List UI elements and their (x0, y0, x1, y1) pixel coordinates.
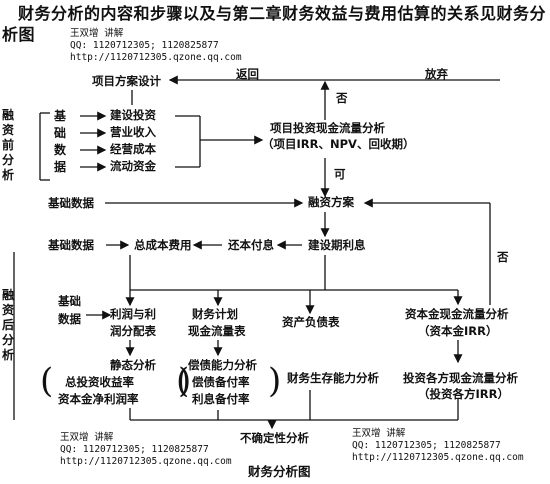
credit-qq: QQ: 1120712305; 1120825877 (70, 40, 219, 51)
node-operating-income: 营业收入 (110, 125, 156, 139)
node-construction-investment: 建设投资 (110, 108, 156, 122)
bracket-right-solvency: ) (268, 361, 282, 401)
credit-url: http://1120712305.qzone.qq.com (70, 52, 242, 63)
label-pre-financing: 融资前分析 (2, 108, 15, 182)
node-basic-data-2: 基础数据 (48, 238, 94, 252)
node-operating-cost: 经营成本 (110, 142, 156, 156)
node-investor-cashflow-line1: 投资各方现金流量分析 (403, 371, 518, 385)
page-title-continuation: 析图 (2, 25, 36, 44)
node-basic-data-1: 基础数据 (48, 196, 94, 210)
node-project-cashflow: 项目投资现金流量分析 (270, 121, 385, 135)
credit-bottom-right-qq: QQ: 1120712305; 1120825877 (352, 440, 501, 451)
node-total-cost: 总成本费用 (134, 238, 192, 252)
node-repayment-interest: 还本付息 (228, 238, 274, 252)
node-basic-data-3a: 基础 (58, 294, 81, 308)
node-project-cashflow-metrics: （项目IRR、NPV、回收期） (262, 137, 415, 151)
node-capital-cashflow-line2: （资本金IRR） (418, 324, 498, 338)
node-solvency-analysis: 偿债能力分析 (188, 358, 257, 372)
label-basic-data-vertical: 基础数据 (54, 109, 67, 174)
credit-bottom-right-author: 王双增 讲解 (352, 428, 406, 439)
node-uncertainty-analysis: 不确定性分析 (240, 431, 309, 445)
node-project-design: 项目方案设计 (92, 74, 161, 88)
node-static-roi: 总投资收益率 (65, 375, 134, 389)
node-capital-cashflow-line1: 资本金现金流量分析 (405, 307, 509, 321)
node-static-net-profit-rate: 资本金净利润率 (58, 392, 139, 406)
credit-bottom-left-url: http://1120712305.qzone.qq.com (60, 456, 232, 467)
credit-bottom-left-author: 王双增 讲解 (60, 432, 114, 443)
bracket-left-solvency: ( (176, 361, 190, 401)
label-no-top: 否 (336, 91, 348, 105)
label-no-right: 否 (497, 250, 509, 264)
label-ke: 可 (334, 167, 346, 181)
node-profit-line1: 利润与利 (110, 307, 156, 321)
node-working-capital: 流动资金 (110, 159, 156, 173)
node-financial-plan-line1: 财务计划 (192, 307, 238, 321)
credit-bottom-left-qq: QQ: 1120712305; 1120825877 (60, 444, 209, 455)
node-basic-data-3b: 数据 (58, 312, 81, 326)
diagram-caption: 财务分析图 (248, 464, 311, 479)
node-financing-plan: 融资方案 (308, 195, 354, 209)
bracket-left-static: ( (40, 361, 54, 401)
node-balance-sheet: 资产负债表 (282, 315, 340, 329)
node-survival-analysis: 财务生存能力分析 (287, 371, 379, 385)
label-back: 返回 (236, 67, 259, 81)
credit-bottom-right-url: http://1120712305.qzone.qq.com (352, 452, 524, 463)
credit-author: 王双增 讲解 (70, 28, 124, 39)
node-financial-plan-line2: 现金流量表 (188, 324, 246, 338)
node-interest-coverage-ratio: 利息备付率 (192, 392, 250, 406)
label-post-financing: 融资后分析 (2, 288, 15, 362)
bracket-right-static: ) (178, 361, 192, 401)
label-abandon: 放弃 (425, 67, 448, 81)
node-investor-cashflow-line2: （投资各方IRR） (418, 387, 509, 401)
node-profit-line2: 润分配表 (110, 324, 156, 338)
page-title: 财务分析的内容和步骤以及与第二章财务效益与费用估算的关系见财务分 (18, 4, 547, 23)
node-static-analysis: 静态分析 (110, 358, 156, 372)
node-debt-coverage-ratio: 偿债备付率 (192, 375, 250, 389)
node-construction-interest: 建设期利息 (308, 238, 366, 252)
